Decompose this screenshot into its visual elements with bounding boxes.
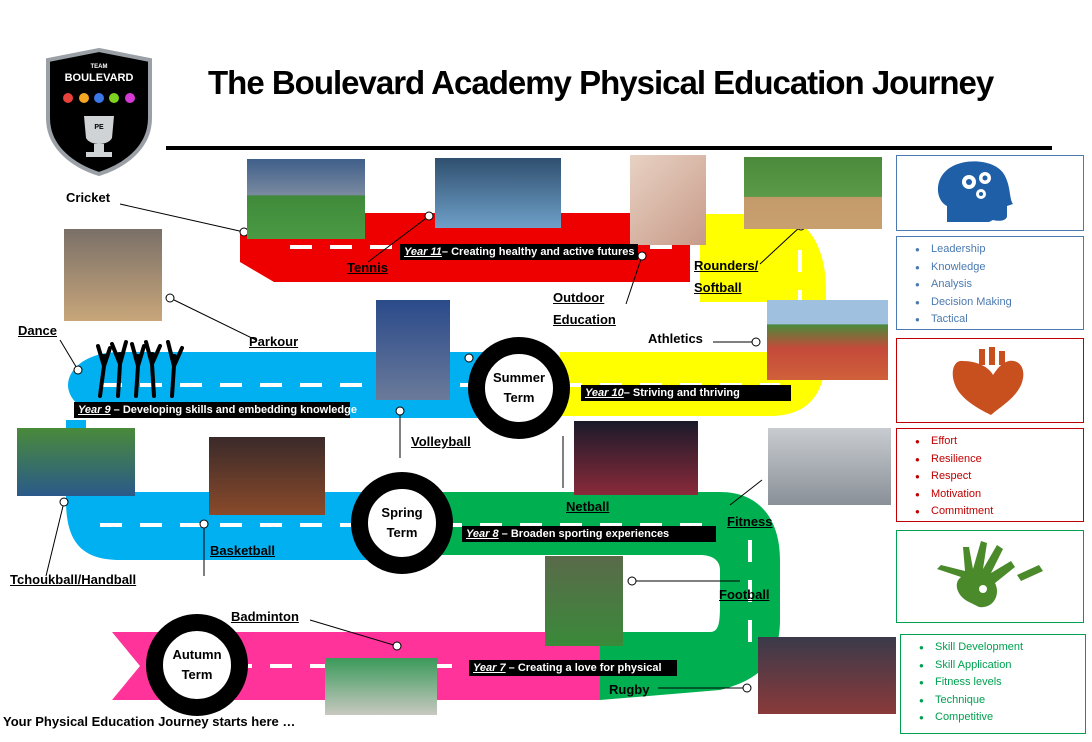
parkour-label: Parkour: [249, 334, 299, 349]
volleyball-photo: [376, 300, 450, 400]
heart-organ-icon: [952, 347, 1024, 415]
basketball-label: Basketball: [210, 543, 276, 558]
handprint-icon: [937, 541, 1043, 608]
year9-text: – Developing skills and embedding knowle…: [110, 404, 357, 416]
year9-banner: Year 9 – Developing skills and embedding…: [74, 402, 357, 418]
hand-list-box: Skill Development Skill Application Fitn…: [900, 634, 1086, 734]
year10-label: Year 10: [585, 387, 624, 399]
dance-label: Dance: [18, 323, 58, 338]
fitness-label: Fitness: [727, 514, 773, 529]
handball-photo: [17, 428, 135, 496]
footer-text: Your Physical Education Journey starts h…: [3, 714, 296, 729]
year11-label: Year 11: [404, 246, 442, 258]
heart-icon-box: [896, 338, 1084, 423]
athletics-label: Athletics: [648, 331, 703, 346]
year8-text: – Broaden sporting experiences: [498, 528, 670, 540]
heart-list-item: Respect: [915, 468, 1083, 486]
logo-boulevard-text: BOULEVARD: [64, 72, 134, 84]
fitness-photo: [768, 428, 891, 505]
hand-icon-box: [896, 530, 1084, 623]
hand-list-item: Skill Development: [919, 639, 1085, 657]
summer-term-line2: Term: [503, 390, 535, 405]
heart-list-item: Commitment: [915, 503, 1083, 521]
parkour-photo: [64, 229, 162, 321]
year8-road: [440, 492, 780, 700]
title-rule: [166, 146, 1052, 150]
baseball-photo: [744, 157, 882, 229]
page-title: The Boulevard Academy Physical Education…: [208, 64, 994, 101]
brain-gears-icon: [937, 161, 1013, 222]
heart-list-item: Resilience: [915, 451, 1083, 469]
basketball-photo: [209, 437, 325, 515]
tennis-label: Tennis: [347, 260, 388, 275]
volleyball-label: Volleyball: [411, 434, 471, 449]
football-label: Football: [719, 587, 770, 602]
spring-term-line1: Spring: [381, 505, 423, 520]
year10-banner: Year 10– Striving and thriving: [581, 385, 791, 401]
tchoukball-label: Tchoukball/Handball: [10, 572, 137, 587]
dance-silhouettes: [92, 336, 188, 400]
year9-label: Year 9: [78, 404, 111, 416]
softball-label: Softball: [694, 280, 742, 295]
badminton-photo: [325, 658, 437, 715]
rounders-label: Rounders/: [694, 258, 759, 273]
rugby-photo: [758, 637, 896, 714]
heart-list-item: Motivation: [915, 486, 1083, 504]
hand-list-item: Skill Application: [919, 657, 1085, 675]
badminton-label: Badminton: [231, 609, 299, 624]
year8-banner: Year 8 – Broaden sporting experiences: [462, 526, 716, 542]
head-list-item: Decision Making: [915, 294, 1083, 312]
rugby-label: Rugby: [609, 682, 650, 697]
hand-list: Skill Development Skill Application Fitn…: [901, 635, 1085, 727]
head-list-item: Leadership: [915, 241, 1083, 259]
heart-list-item: Effort: [915, 433, 1083, 451]
autumn-term-line2: Term: [181, 667, 213, 682]
head-list-item: Analysis: [915, 276, 1083, 294]
head-icon-box: [896, 155, 1084, 231]
football-photo: [545, 556, 623, 646]
heart-list: Effort Resilience Respect Motivation Com…: [897, 429, 1083, 521]
year7-text: – Creating a love for physical: [505, 662, 662, 674]
cricket-photo: [247, 159, 365, 239]
hand-list-item: Technique: [919, 692, 1085, 710]
team-boulevard-logo: TEAM BOULEVARD PE: [42, 47, 156, 177]
head-list-item: Tactical: [915, 311, 1083, 329]
hand-list-item: Fitness levels: [919, 674, 1085, 692]
outdoor-label: Outdoor: [553, 290, 605, 305]
head-list: Leadership Knowledge Analysis Decision M…: [897, 237, 1083, 329]
logo-team-text: TEAM: [90, 64, 108, 70]
climbing-photo: [630, 155, 706, 245]
netball-label: Netball: [566, 499, 610, 514]
heart-list-box: Effort Resilience Respect Motivation Com…: [896, 428, 1084, 522]
education-label: Education: [553, 312, 616, 327]
spring-term-line2: Term: [386, 525, 418, 540]
netball-photo: [574, 421, 698, 495]
year10-road: [560, 214, 826, 416]
autumn-term-line1: Autumn: [172, 647, 222, 662]
head-list-item: Knowledge: [915, 259, 1083, 277]
hand-list-item: Competitive: [919, 709, 1085, 727]
athletics-photo: [767, 300, 888, 380]
logo-pe-text: PE: [94, 124, 104, 131]
cricket-label: Cricket: [66, 190, 111, 205]
year8-label: Year 8: [466, 528, 499, 540]
year11-text: – Creating healthy and active futures: [441, 246, 635, 258]
year10-text: – Striving and thriving: [623, 387, 740, 399]
year7-banner: Year 7 – Creating a love for physical: [469, 660, 677, 676]
year7-label: Year 7: [473, 662, 506, 674]
head-list-box: Leadership Knowledge Analysis Decision M…: [896, 236, 1084, 330]
year11-banner: Year 11– Creating healthy and active fut…: [400, 244, 639, 260]
tennis-photo: [435, 158, 561, 228]
summer-term-line1: Summer: [492, 370, 546, 385]
